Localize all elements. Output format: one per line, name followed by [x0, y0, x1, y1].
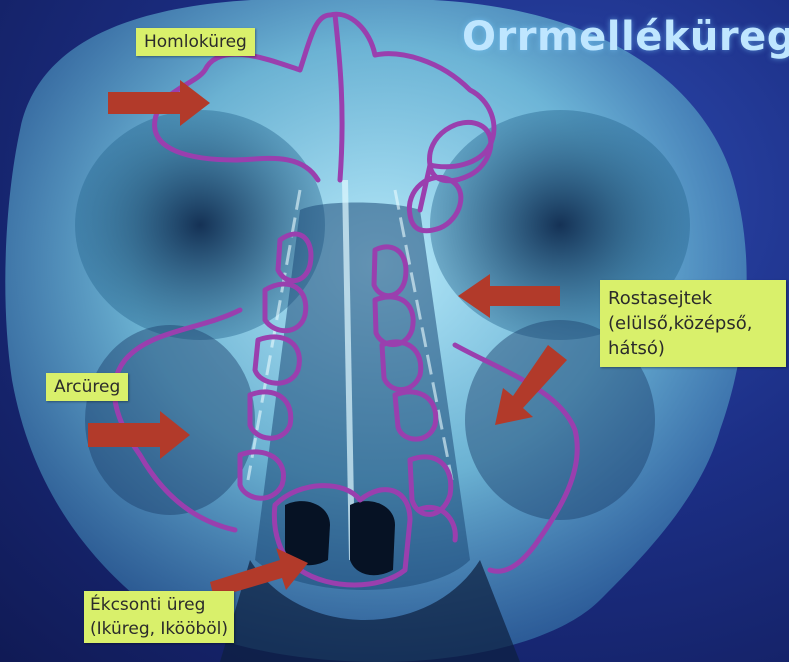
label-homlokureg-text: Homloküreg [144, 32, 247, 52]
label-arcureg-text: Arcüreg [54, 377, 120, 397]
label-homlokureg: Homloküreg [136, 28, 255, 56]
slide-title: Orrmelléküregek [462, 14, 789, 60]
label-ekcsonti-line2: (Iküreg, Ikööböl) [90, 617, 228, 641]
label-rostasejtek-line3: hátsó) [608, 336, 778, 361]
label-arcureg: Arcüreg [46, 373, 128, 401]
label-rostasejtek-line2: (elülső,középső, [608, 311, 778, 336]
label-rostasejtek: Rostasejtek (elülső,középső, hátsó) [600, 280, 786, 367]
label-ekcsonti-line1: Ékcsonti üreg [90, 593, 228, 617]
label-rostasejtek-line1: Rostasejtek [608, 286, 778, 311]
label-ekcsonti-ureg: Ékcsonti üreg (Iküreg, Ikööböl) [84, 591, 234, 643]
